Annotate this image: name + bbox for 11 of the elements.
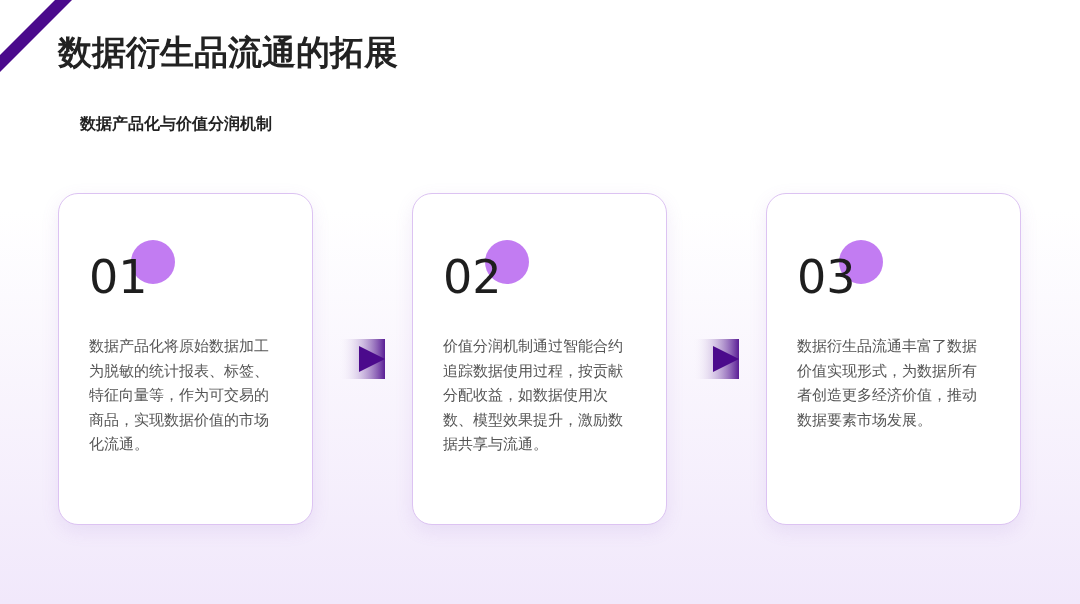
step-number: 01	[89, 252, 148, 303]
slide-title: 数据衍生品流通的拓展	[58, 31, 398, 74]
step-description: 数据产品化将原始数据加工为脱敏的统计报表、标签、特征向量等，作为可交易的商品，实现数据价值的市场化流通。	[89, 337, 270, 454]
subtitle: 数据产品化与价值分润机制	[80, 114, 272, 135]
step-number: 02	[443, 252, 502, 303]
step-description: 数据衍生品流通丰富了数据价值实现形式，为数据所有者创造更多经济价值，推动数据要素市场发展。	[797, 337, 978, 430]
step-description: 价值分润机制通过智能合约追踪数据使用过程，按贡献分配收益，如数据使用次数、模型效果提升，激励数据共享与流通。	[443, 337, 624, 454]
step-card	[58, 193, 313, 525]
step-card	[766, 193, 1021, 525]
step-card	[412, 193, 667, 525]
step-number: 03	[797, 252, 856, 303]
